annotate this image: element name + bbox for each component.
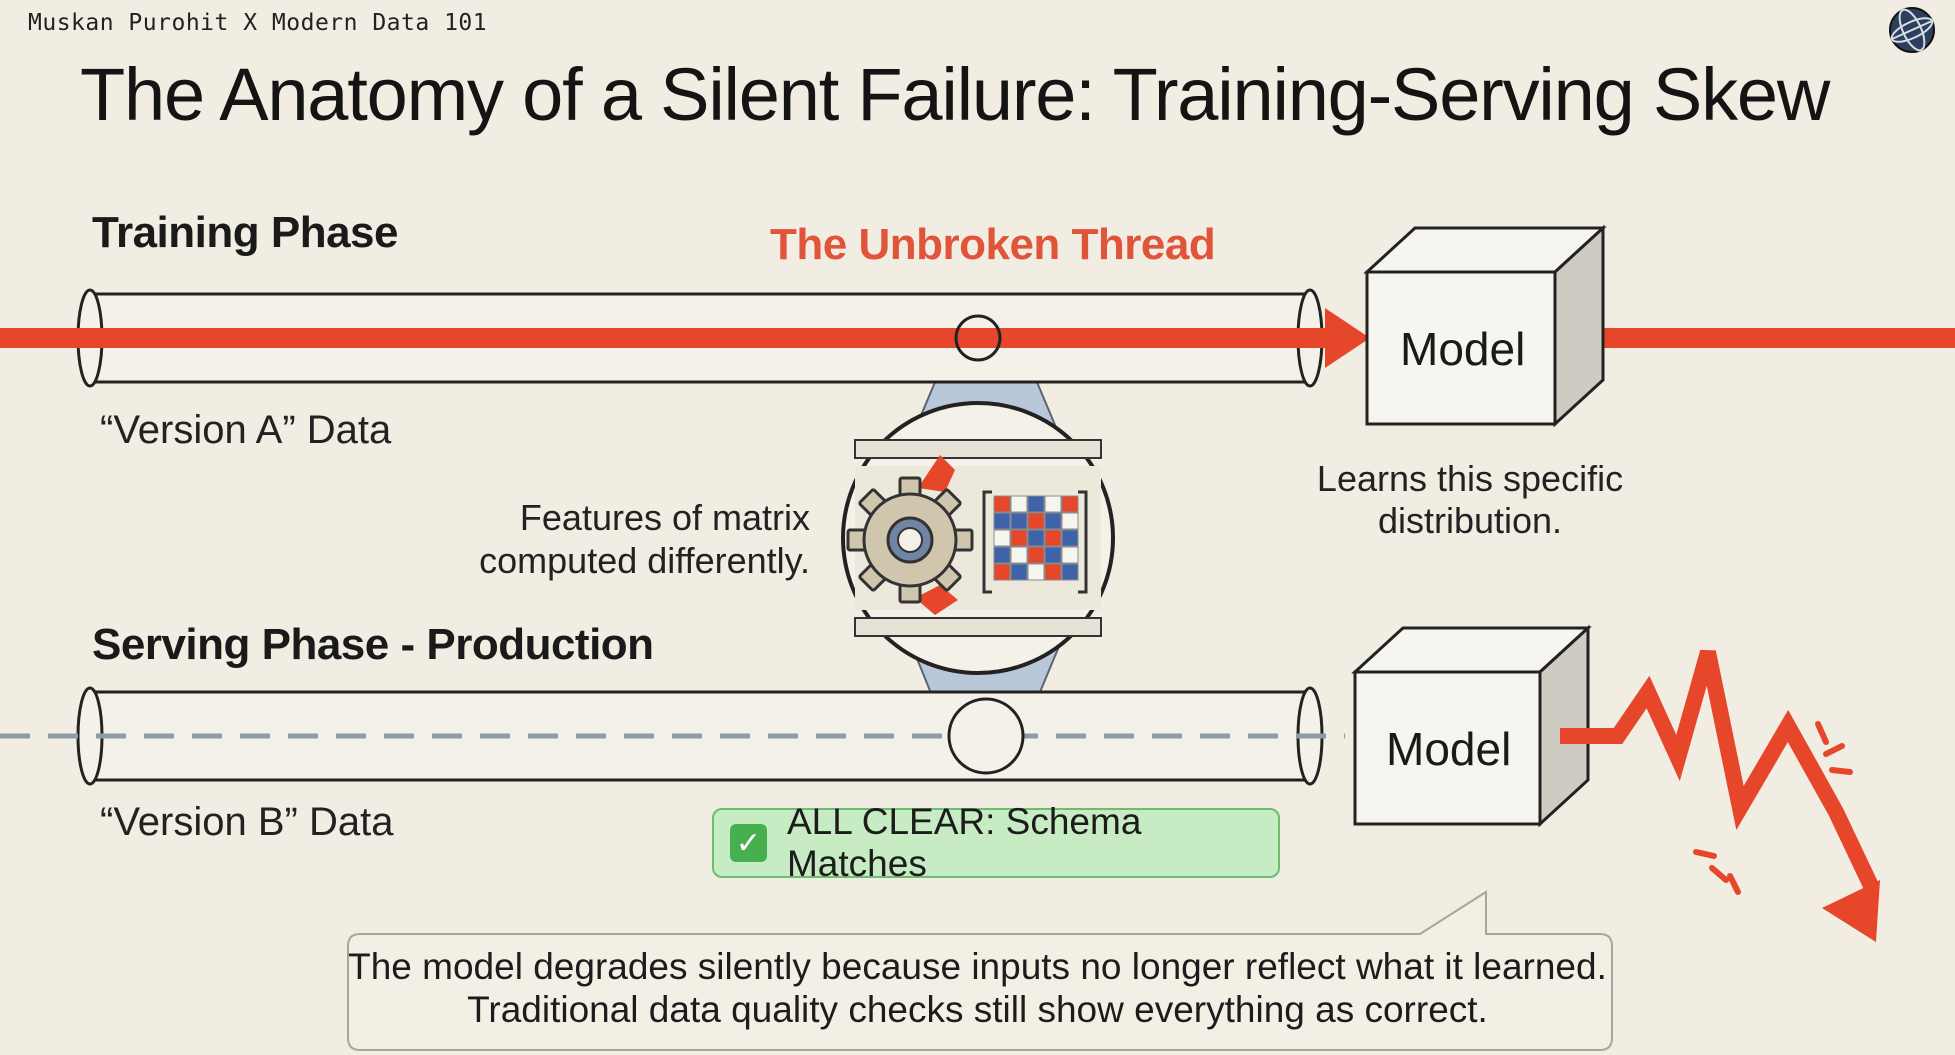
magnifier-note-line: computed differently. — [479, 540, 810, 581]
serving-phase-label: Serving Phase - Production — [92, 620, 654, 669]
matrix-cell — [1061, 512, 1079, 530]
matrix-cell — [993, 563, 1011, 581]
lens-ring-top — [954, 314, 1002, 362]
model-label-serving: Model — [1386, 723, 1512, 775]
lens-ring-bottom — [947, 697, 1025, 775]
schema-status-badge: ✓ ALL CLEAR: Schema Matches — [712, 801, 1280, 884]
matrix-cell — [1010, 512, 1028, 530]
model-label-training: Model — [1400, 323, 1526, 375]
magnifier-lens — [841, 401, 1115, 675]
model-note-line: distribution. — [1377, 500, 1563, 541]
callout-line: Traditional data quality checks still sh… — [467, 989, 1488, 1030]
callout-bubble — [347, 890, 1613, 1051]
credit-text: Muskan Purohit X Modern Data 101 — [28, 10, 488, 36]
matrix-cell — [993, 495, 1011, 513]
matrix-cell — [993, 512, 1011, 530]
globe-icon[interactable] — [1889, 6, 1936, 53]
magnifier-note-line: Features of matrix — [519, 497, 810, 538]
matrix-cell — [1010, 529, 1028, 547]
unbroken-thread-label: The Unbroken Thread — [770, 220, 1216, 269]
matrix-cell — [1027, 546, 1045, 564]
gear-icon — [846, 476, 974, 604]
matrix-cell — [1027, 563, 1045, 581]
matrix-cell — [1044, 512, 1062, 530]
unbroken-thread-arrow — [0, 308, 1955, 368]
matrix-cell — [1044, 529, 1062, 547]
matrix-cell — [1044, 495, 1062, 513]
matrix-cell — [1044, 563, 1062, 581]
model-cube-serving — [1351, 624, 1592, 828]
matrix-cell — [993, 529, 1011, 547]
callout-text: The model degrades silently because inpu… — [345, 945, 1610, 1031]
matrix-cell — [1027, 495, 1045, 513]
matrix-cell — [1061, 495, 1079, 513]
magnifier-note: Features of matrix computed differently. — [440, 496, 810, 582]
model-note-line: Learns this specific — [1316, 458, 1624, 499]
schema-status-text: ALL CLEAR: Schema Matches — [786, 801, 1142, 884]
version-a-data-label: “Version A” Data — [100, 408, 392, 452]
matrix-cell — [1010, 495, 1028, 513]
matrix-cell — [993, 546, 1011, 564]
degrading-arrow-icon — [1560, 649, 1880, 942]
matrix-cell — [1010, 546, 1028, 564]
model-cube-training — [1363, 224, 1607, 428]
matrix-icon — [982, 490, 1088, 594]
matrix-cell — [1061, 529, 1079, 547]
matrix-cell — [1027, 529, 1045, 547]
model-note: Learns this specific distribution. — [1280, 458, 1660, 542]
matrix-cell — [1044, 546, 1062, 564]
matrix-cell — [1010, 563, 1028, 581]
matrix-cell — [1061, 563, 1079, 581]
checkbox-icon: ✓ — [730, 824, 767, 862]
version-b-data-label: “Version B” Data — [100, 800, 394, 844]
matrix-cell — [1027, 512, 1045, 530]
training-phase-label: Training Phase — [92, 208, 398, 257]
page-title: The Anatomy of a Silent Failure: Trainin… — [80, 53, 1830, 136]
matrix-cell — [1061, 546, 1079, 564]
callout-line: The model degrades silently because inpu… — [348, 946, 1607, 987]
